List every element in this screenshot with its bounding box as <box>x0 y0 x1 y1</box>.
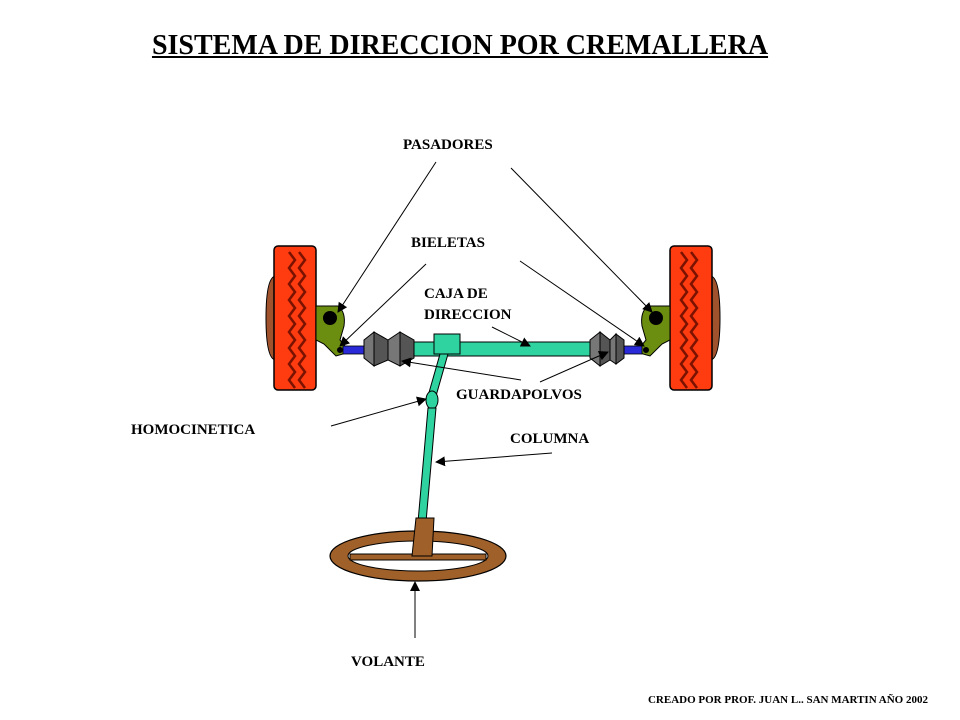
cv-joint <box>425 390 439 410</box>
arrow-caja <box>491 326 531 347</box>
arrow-pasadores-left <box>337 161 437 313</box>
label-guardapolvos: GUARDAPOLVOS <box>456 387 582 403</box>
left-tread-1 <box>287 251 297 389</box>
right-boot <box>589 330 625 368</box>
arrow-bieletas-right <box>519 260 645 347</box>
steering-column <box>417 407 437 523</box>
left-tread-2 <box>297 251 307 389</box>
right-pivot <box>649 311 663 325</box>
right-wheel <box>669 245 721 391</box>
arrow-homocinetica <box>330 396 427 427</box>
intermediate-shaft <box>427 353 449 397</box>
arrow-pasadores-right <box>510 167 653 313</box>
label-caja-line2: DIRECCION <box>424 307 512 323</box>
left-ball-joint <box>336 346 344 354</box>
right-ball-joint <box>642 346 650 354</box>
right-tread-1 <box>679 251 689 389</box>
label-columna: COLUMNA <box>510 431 590 447</box>
left-pivot <box>323 311 337 325</box>
credit-footer: CREADO POR PROF. JUAN L.. SAN MARTIN AÑO… <box>647 694 928 706</box>
pinion-housing <box>433 333 461 355</box>
arrow-guardapolvos-left <box>401 357 522 381</box>
left-tire <box>273 245 317 391</box>
label-homocinetica: HOMOCINETICA <box>131 422 256 438</box>
label-caja-line1: CAJA DE <box>424 286 488 302</box>
left-boot <box>363 330 415 368</box>
arrow-bieletas-left <box>339 263 427 347</box>
arrow-columna <box>435 452 553 467</box>
left-wheel <box>265 245 317 391</box>
right-tread-2 <box>689 251 699 389</box>
label-pasadores: PASADORES <box>403 137 493 153</box>
label-bieletas: BIELETAS <box>411 235 485 251</box>
page-title: SISTEMA DE DIRECCION POR CREMALLERA <box>151 30 769 61</box>
arrow-guardapolvos-right <box>539 351 609 383</box>
right-tie-rod <box>621 345 643 355</box>
steering-wheel <box>329 517 507 582</box>
arrows <box>330 161 653 638</box>
label-volante: VOLANTE <box>351 654 425 670</box>
wheel-hub <box>411 517 435 557</box>
left-tie-rod <box>342 345 366 355</box>
